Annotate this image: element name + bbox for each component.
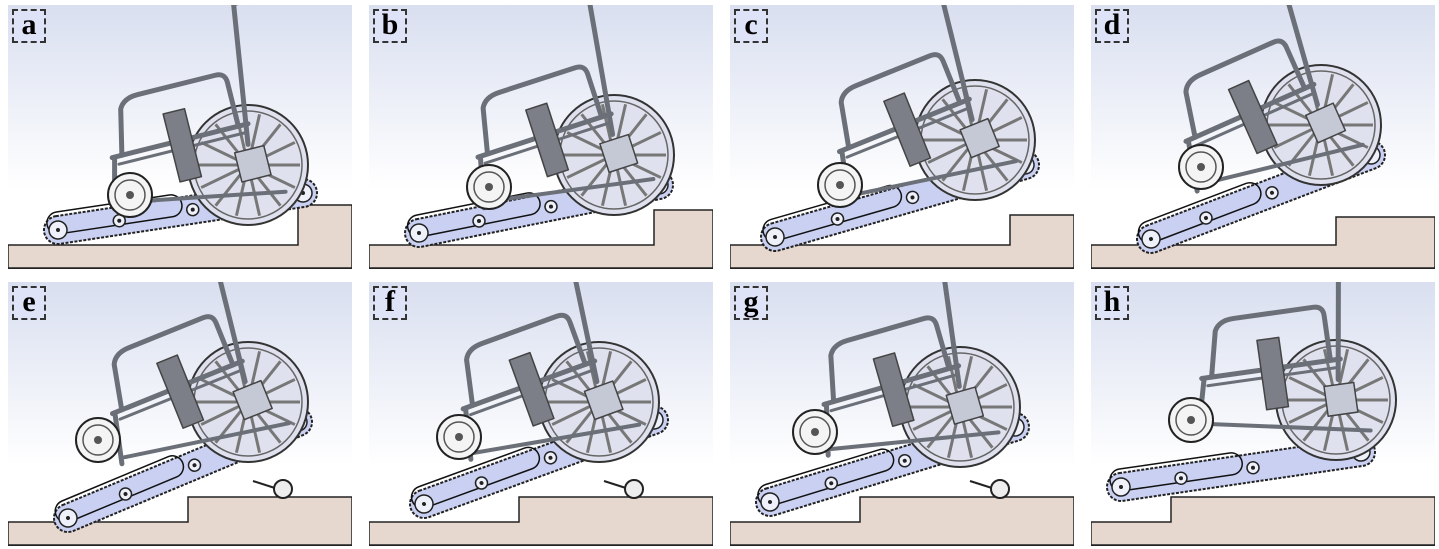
panel-label-h: h bbox=[1095, 286, 1129, 320]
panel-f-drawing bbox=[369, 282, 713, 546]
panel-h: h bbox=[1091, 282, 1435, 546]
caster-wheel bbox=[436, 414, 482, 460]
caster-wheel bbox=[792, 409, 838, 455]
caster-wheel bbox=[75, 417, 121, 463]
panel-a: a bbox=[8, 5, 352, 269]
panel-label-e: e bbox=[12, 286, 46, 320]
panel-label-c: c bbox=[734, 9, 768, 43]
panel-e: e bbox=[8, 282, 352, 546]
caster-wheel bbox=[1178, 144, 1224, 190]
panel-label-g: g bbox=[734, 286, 768, 320]
stair-step bbox=[8, 496, 352, 546]
panel-c-drawing bbox=[730, 5, 1074, 269]
panel-g-drawing bbox=[730, 282, 1074, 546]
wheelchair-frame bbox=[1183, 5, 1365, 194]
wheelchair-frame bbox=[475, 5, 656, 211]
caster-wheel bbox=[817, 162, 863, 208]
panel-c: c bbox=[730, 5, 1074, 269]
caster-wheel bbox=[1168, 397, 1214, 443]
panel-b: b bbox=[369, 5, 713, 269]
wheelchair-frame bbox=[1196, 282, 1373, 433]
stair-step bbox=[730, 214, 1074, 269]
panel-d: d bbox=[1091, 5, 1435, 269]
stair-step bbox=[1091, 216, 1435, 269]
wheelchair-frame bbox=[821, 282, 1001, 458]
panel-label-f: f bbox=[373, 286, 407, 320]
panel-label-d: d bbox=[1095, 9, 1129, 43]
support-foot bbox=[969, 479, 1010, 499]
panel-label-b: b bbox=[373, 9, 407, 43]
stair-step bbox=[369, 496, 713, 546]
panel-g: g bbox=[730, 282, 1074, 546]
panel-e-drawing bbox=[8, 282, 352, 546]
panel-h-drawing bbox=[1091, 282, 1435, 546]
stair-step bbox=[8, 204, 352, 269]
support-foot bbox=[603, 479, 644, 499]
stair-step bbox=[1091, 496, 1435, 546]
panel-d-drawing bbox=[1091, 5, 1435, 269]
stair-step bbox=[730, 496, 1074, 546]
stair-step bbox=[369, 209, 713, 269]
panel-f: f bbox=[369, 282, 713, 546]
caster-wheel bbox=[107, 172, 153, 218]
panel-label-a: a bbox=[12, 9, 46, 43]
panel-a-drawing bbox=[8, 5, 352, 269]
caster-wheel bbox=[466, 164, 512, 210]
wheelchair-frame bbox=[109, 5, 288, 212]
support-foot bbox=[252, 479, 293, 499]
panel-b-drawing bbox=[369, 5, 713, 269]
